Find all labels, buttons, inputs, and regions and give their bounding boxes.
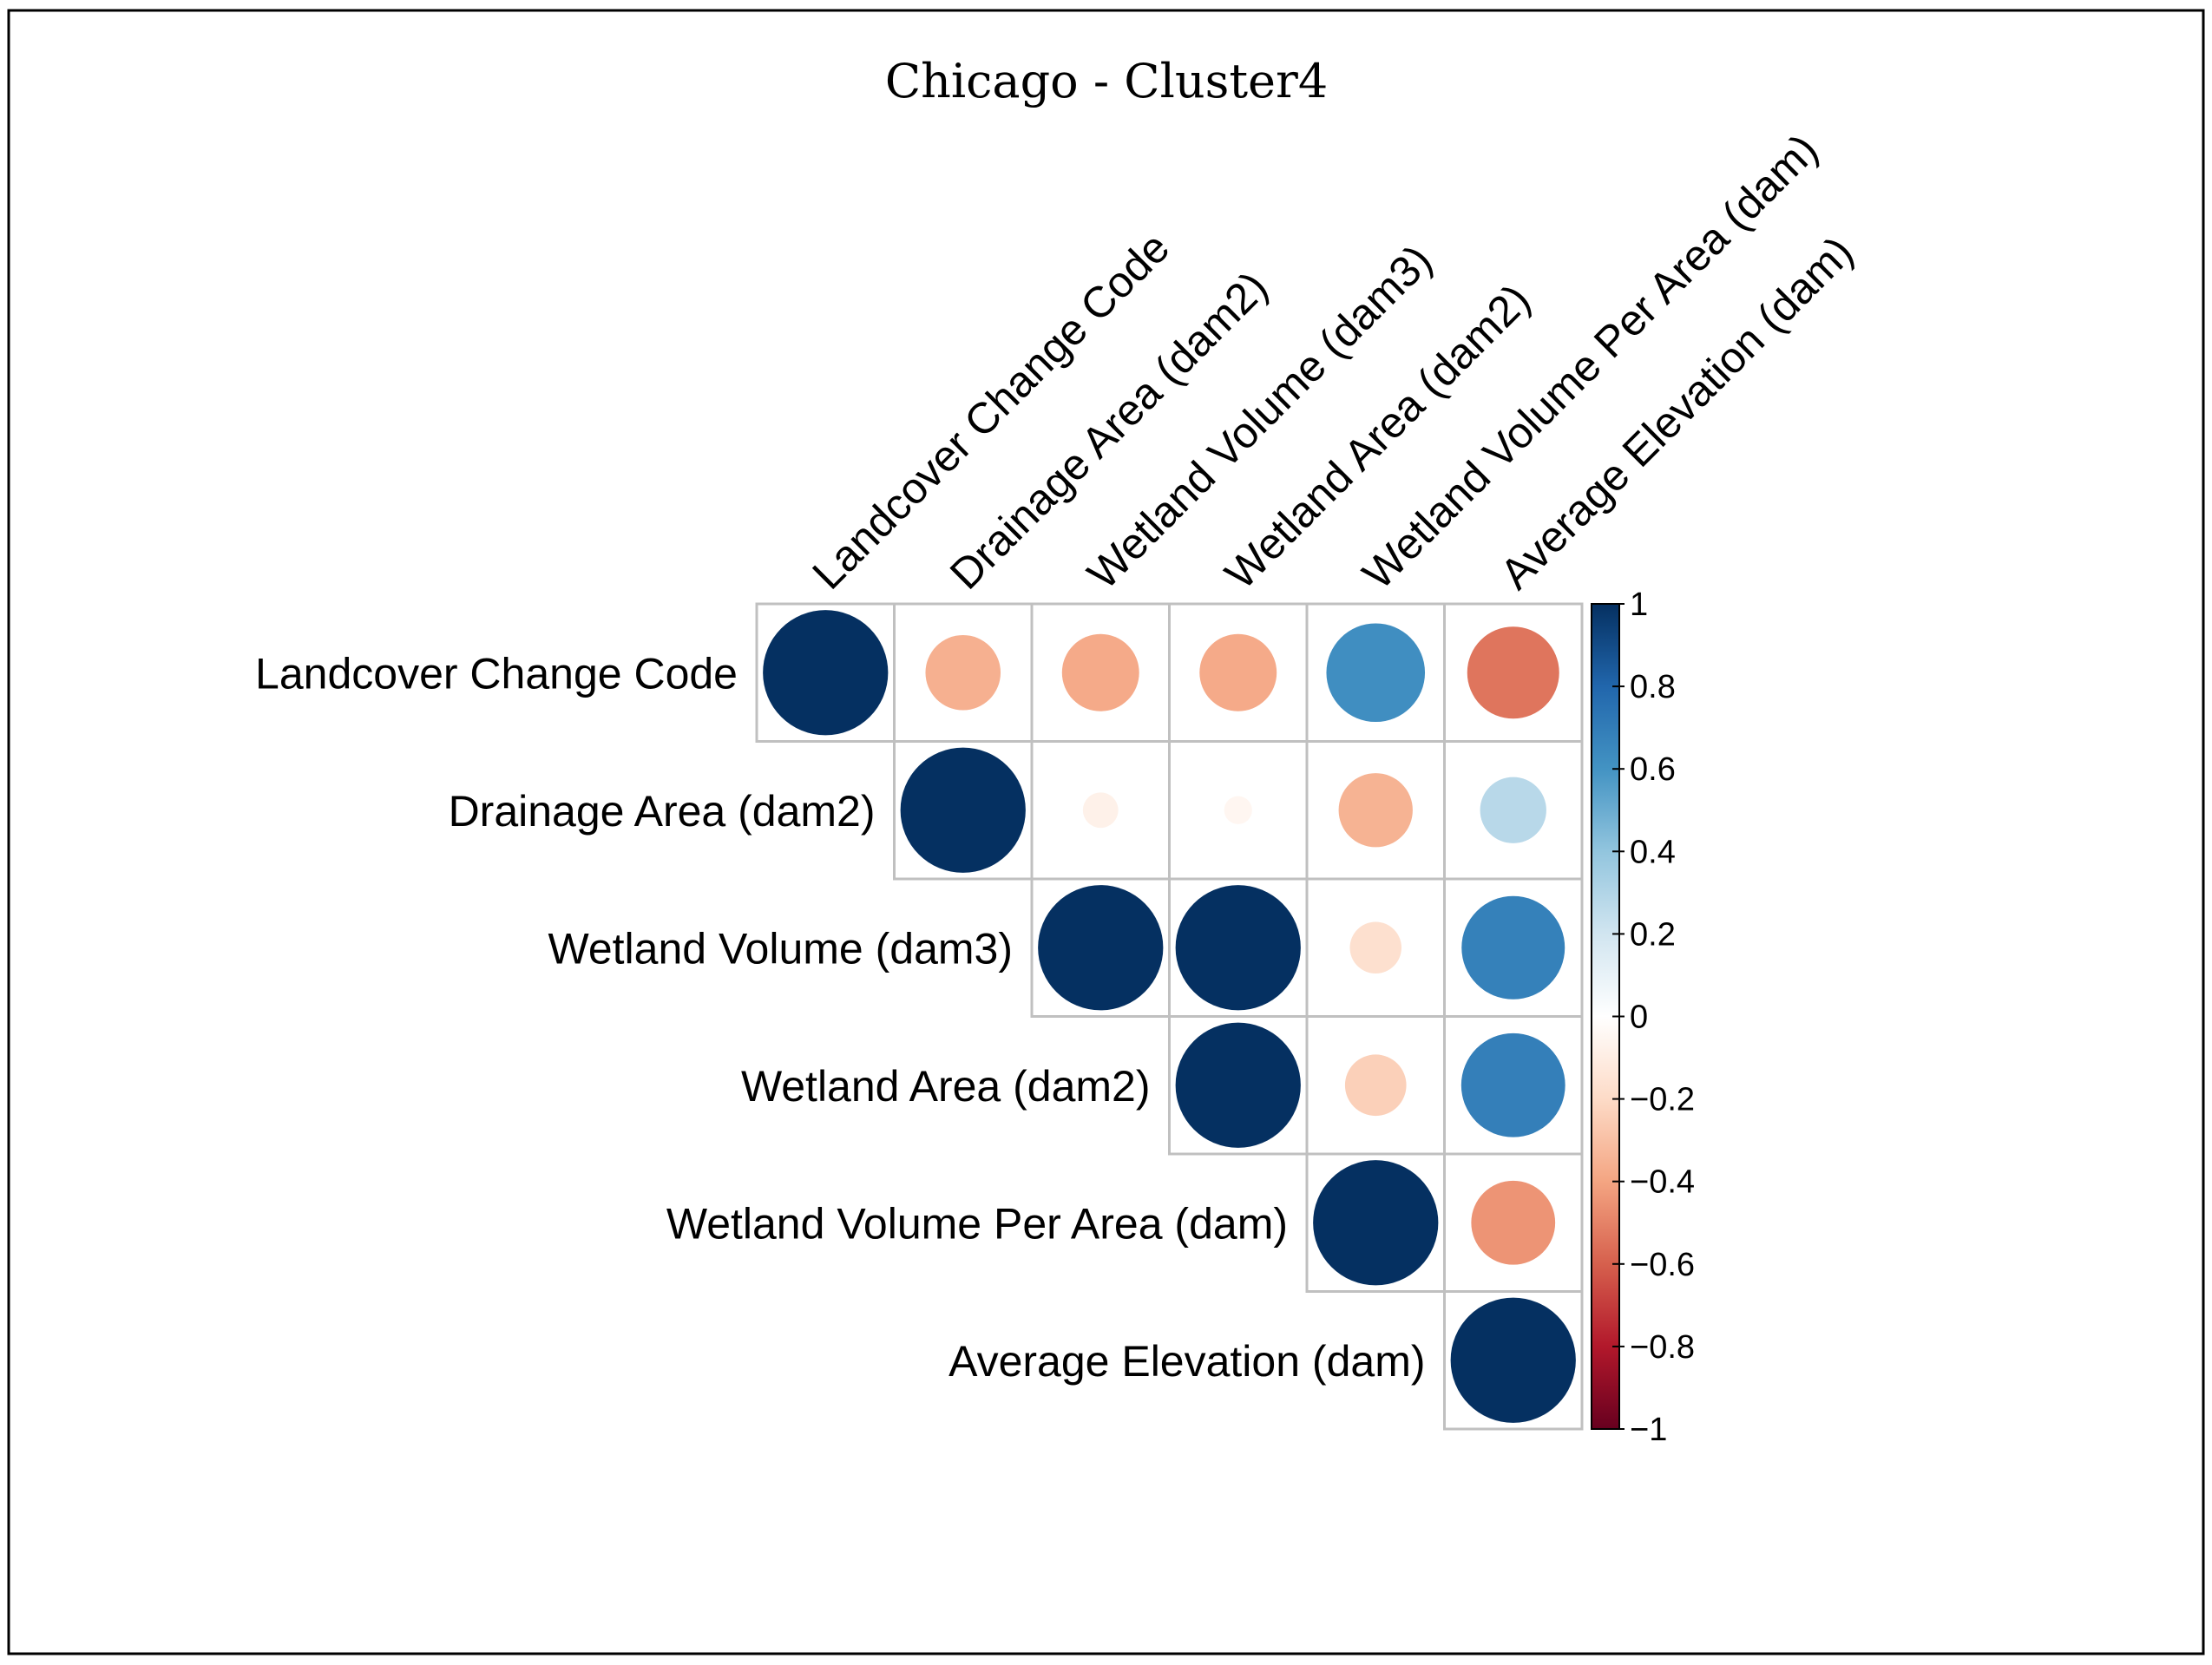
correlation-circle	[1175, 885, 1301, 1011]
chart-title: Chicago - Cluster4	[885, 54, 1328, 108]
correlation-circle	[1326, 623, 1426, 723]
correlation-circle	[1313, 1160, 1439, 1286]
colorbar-tick-label: −0.2	[1630, 1082, 1695, 1118]
correlation-circle	[1450, 1297, 1576, 1423]
row-label: Wetland Volume Per Area (dam)	[666, 1199, 1288, 1248]
correlation-circle	[925, 634, 1001, 711]
correlation-circle	[1344, 1054, 1407, 1117]
correlation-circle	[1175, 1022, 1301, 1148]
colorbar-tick-label: 0.8	[1630, 669, 1676, 705]
correlation-circle	[1480, 777, 1546, 843]
correlation-circle	[1467, 626, 1559, 719]
colorbar: 1 0.8 0.6 0.4 0.2 0 −0.2 −0.4 −0.6 −0.8 −1	[1591, 587, 1695, 1448]
row-label: Drainage Area (dam2)	[449, 787, 876, 836]
colorbar-tick-label: 1	[1630, 587, 1648, 623]
correlation-circle	[1082, 792, 1119, 829]
correlation-circle	[1349, 921, 1401, 973]
colorbar-tick-label: 0.6	[1630, 751, 1676, 788]
correlation-circle	[1038, 885, 1164, 1011]
colorbar-tick-label: −0.8	[1630, 1329, 1695, 1366]
correlation-circle	[763, 610, 889, 736]
row-label: Landcover Change Code	[255, 649, 738, 698]
correlation-circle	[1461, 895, 1565, 1000]
correlation-circle	[1471, 1180, 1556, 1265]
row-label: Wetland Volume (dam3)	[548, 924, 1013, 973]
correlation-circle	[900, 747, 1026, 873]
colorbar-tick-label: −1	[1630, 1412, 1667, 1448]
correlation-circles	[763, 610, 1576, 1423]
correlation-circle	[1199, 633, 1277, 711]
correlation-circle	[1224, 796, 1252, 824]
correlation-circle	[1338, 773, 1413, 848]
colorbar-tick-label: 0.2	[1630, 916, 1676, 953]
colorbar-tick-label: −0.6	[1630, 1247, 1695, 1283]
colorbar-tick-label: 0	[1630, 1000, 1648, 1036]
colorbar-tick-label: 0.4	[1630, 834, 1676, 870]
correlation-circle	[1061, 633, 1139, 711]
row-label: Wetland Area (dam2)	[741, 1062, 1151, 1111]
colorbar-tick-label: −0.4	[1630, 1164, 1695, 1201]
row-label: Average Elevation (dam)	[948, 1337, 1425, 1386]
correlation-circle	[1460, 1032, 1565, 1137]
